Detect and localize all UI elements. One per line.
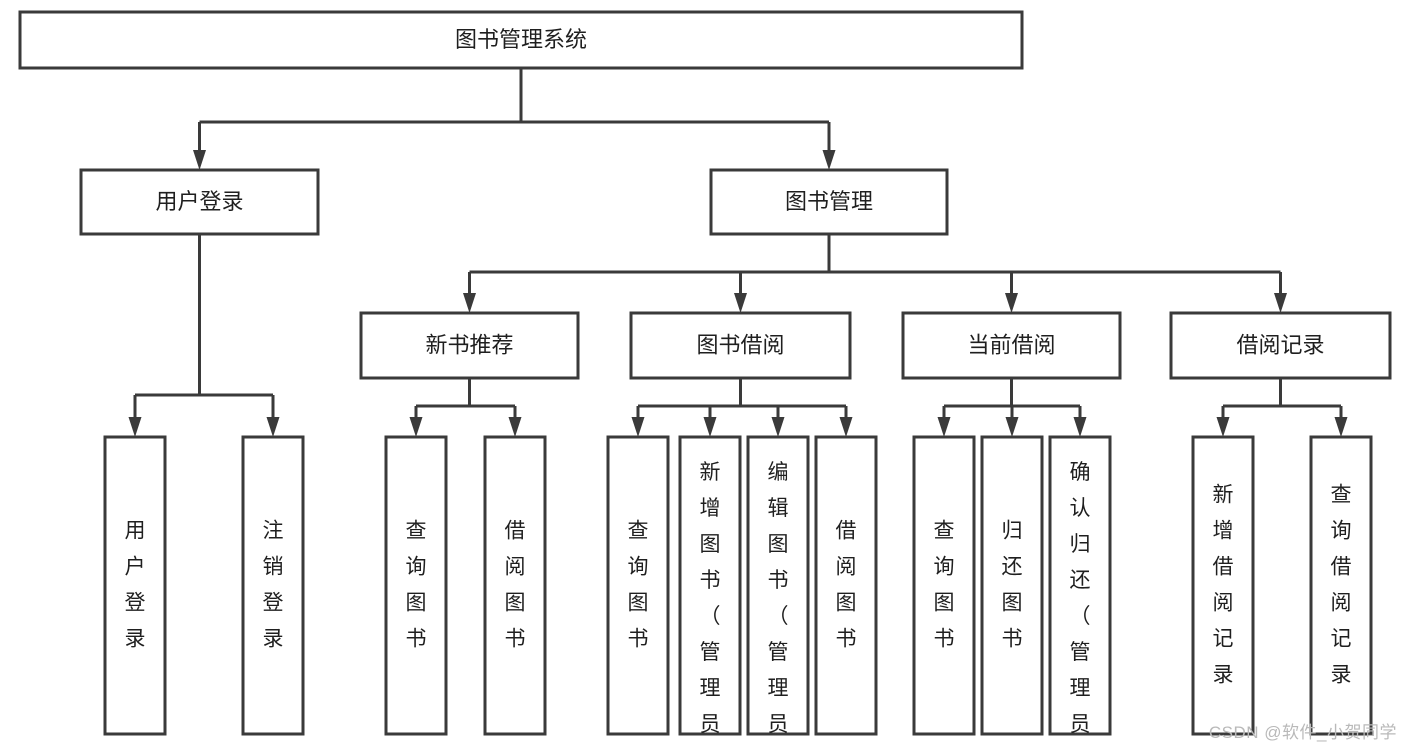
node-label-rec-borrow-book: 借阅图书 — [505, 519, 526, 650]
arrow-head-icon — [771, 417, 785, 437]
node-bb-query-book[interactable]: 查询图书 — [606, 435, 670, 736]
node-label-new-book-rec: 新书推荐 — [425, 332, 513, 357]
arrow-head-icon — [463, 293, 476, 313]
arrow-head-icon — [193, 150, 206, 170]
arrow-head-icon — [409, 417, 423, 437]
node-label-bb-add-book: 新增图书（管理员） — [700, 461, 721, 747]
node-label-cb-confirm-ret: 确认归还（管理员） — [1070, 461, 1091, 747]
node-bb-edit-book[interactable]: 编辑图书（管理员） — [746, 435, 810, 747]
node-new-book-rec[interactable]: 新书推荐 — [359, 311, 580, 380]
arrow-head-icon — [1334, 417, 1348, 437]
node-current-borrow[interactable]: 当前借阅 — [901, 311, 1122, 380]
arrow-head-icon — [937, 417, 951, 437]
node-label-bb-edit-book: 编辑图书（管理员） — [768, 461, 789, 747]
arrow-head-icon — [1216, 417, 1230, 437]
arrow-head-icon — [508, 417, 522, 437]
node-cb-return-book[interactable]: 归还图书 — [980, 435, 1044, 736]
arrow-head-icon — [703, 417, 717, 437]
node-cb-query-book[interactable]: 查询图书 — [912, 435, 976, 736]
node-cb-confirm-ret[interactable]: 确认归还（管理员） — [1048, 435, 1112, 747]
arrow-head-icon — [839, 417, 853, 437]
node-label-user-login: 用户登录 — [155, 189, 243, 214]
arrow-head-icon — [1274, 293, 1287, 313]
node-label-current-borrow: 当前借阅 — [967, 332, 1055, 357]
arrow-head-icon — [128, 417, 142, 437]
node-label-br-query-record: 查询借阅记录 — [1331, 483, 1352, 686]
node-layer: 图书管理系统用户登录图书管理用户登录注销登录新书推荐查询图书借阅图书图书借阅查询… — [18, 10, 1392, 747]
node-bb-borrow-book[interactable]: 借阅图书 — [814, 435, 878, 736]
arrow-head-icon — [734, 293, 747, 313]
node-label-user-login-do: 用户登录 — [125, 519, 146, 650]
node-br-add-record[interactable]: 新增借阅记录 — [1191, 435, 1255, 736]
node-rec-query-book[interactable]: 查询图书 — [384, 435, 448, 736]
node-label-borrow-record: 借阅记录 — [1236, 332, 1324, 357]
node-root[interactable]: 图书管理系统 — [18, 10, 1024, 70]
node-br-query-record[interactable]: 查询借阅记录 — [1309, 435, 1373, 736]
node-user-logout[interactable]: 注销登录 — [241, 435, 305, 736]
arrow-head-icon — [266, 417, 280, 437]
node-label-book-borrow: 图书借阅 — [696, 332, 784, 357]
node-label-bb-borrow-book: 借阅图书 — [836, 519, 857, 650]
node-label-br-add-record: 新增借阅记录 — [1213, 483, 1234, 686]
node-user-login-do[interactable]: 用户登录 — [103, 435, 167, 736]
arrow-head-icon — [1005, 293, 1018, 313]
connector-layer — [128, 68, 1348, 437]
node-book-manage[interactable]: 图书管理 — [709, 168, 949, 236]
node-bb-add-book[interactable]: 新增图书（管理员） — [678, 435, 742, 747]
node-label-user-logout: 注销登录 — [263, 519, 284, 650]
node-user-login[interactable]: 用户登录 — [79, 168, 320, 236]
node-book-borrow[interactable]: 图书借阅 — [629, 311, 852, 380]
arrow-head-icon — [631, 417, 645, 437]
node-label-bb-query-book: 查询图书 — [628, 519, 649, 650]
arrow-head-icon — [1005, 417, 1019, 437]
watermark-label: CSDN @软件_小贺同学 — [1208, 723, 1397, 742]
node-label-book-manage: 图书管理 — [785, 189, 873, 214]
node-label-root: 图书管理系统 — [455, 27, 587, 52]
arrow-head-icon — [822, 150, 836, 170]
arrow-head-icon — [1073, 417, 1087, 437]
node-label-rec-query-book: 查询图书 — [406, 519, 427, 650]
node-label-cb-query-book: 查询图书 — [934, 519, 955, 650]
node-label-cb-return-book: 归还图书 — [1002, 519, 1023, 650]
node-borrow-record[interactable]: 借阅记录 — [1169, 311, 1392, 380]
node-rec-borrow-book[interactable]: 借阅图书 — [483, 435, 547, 736]
